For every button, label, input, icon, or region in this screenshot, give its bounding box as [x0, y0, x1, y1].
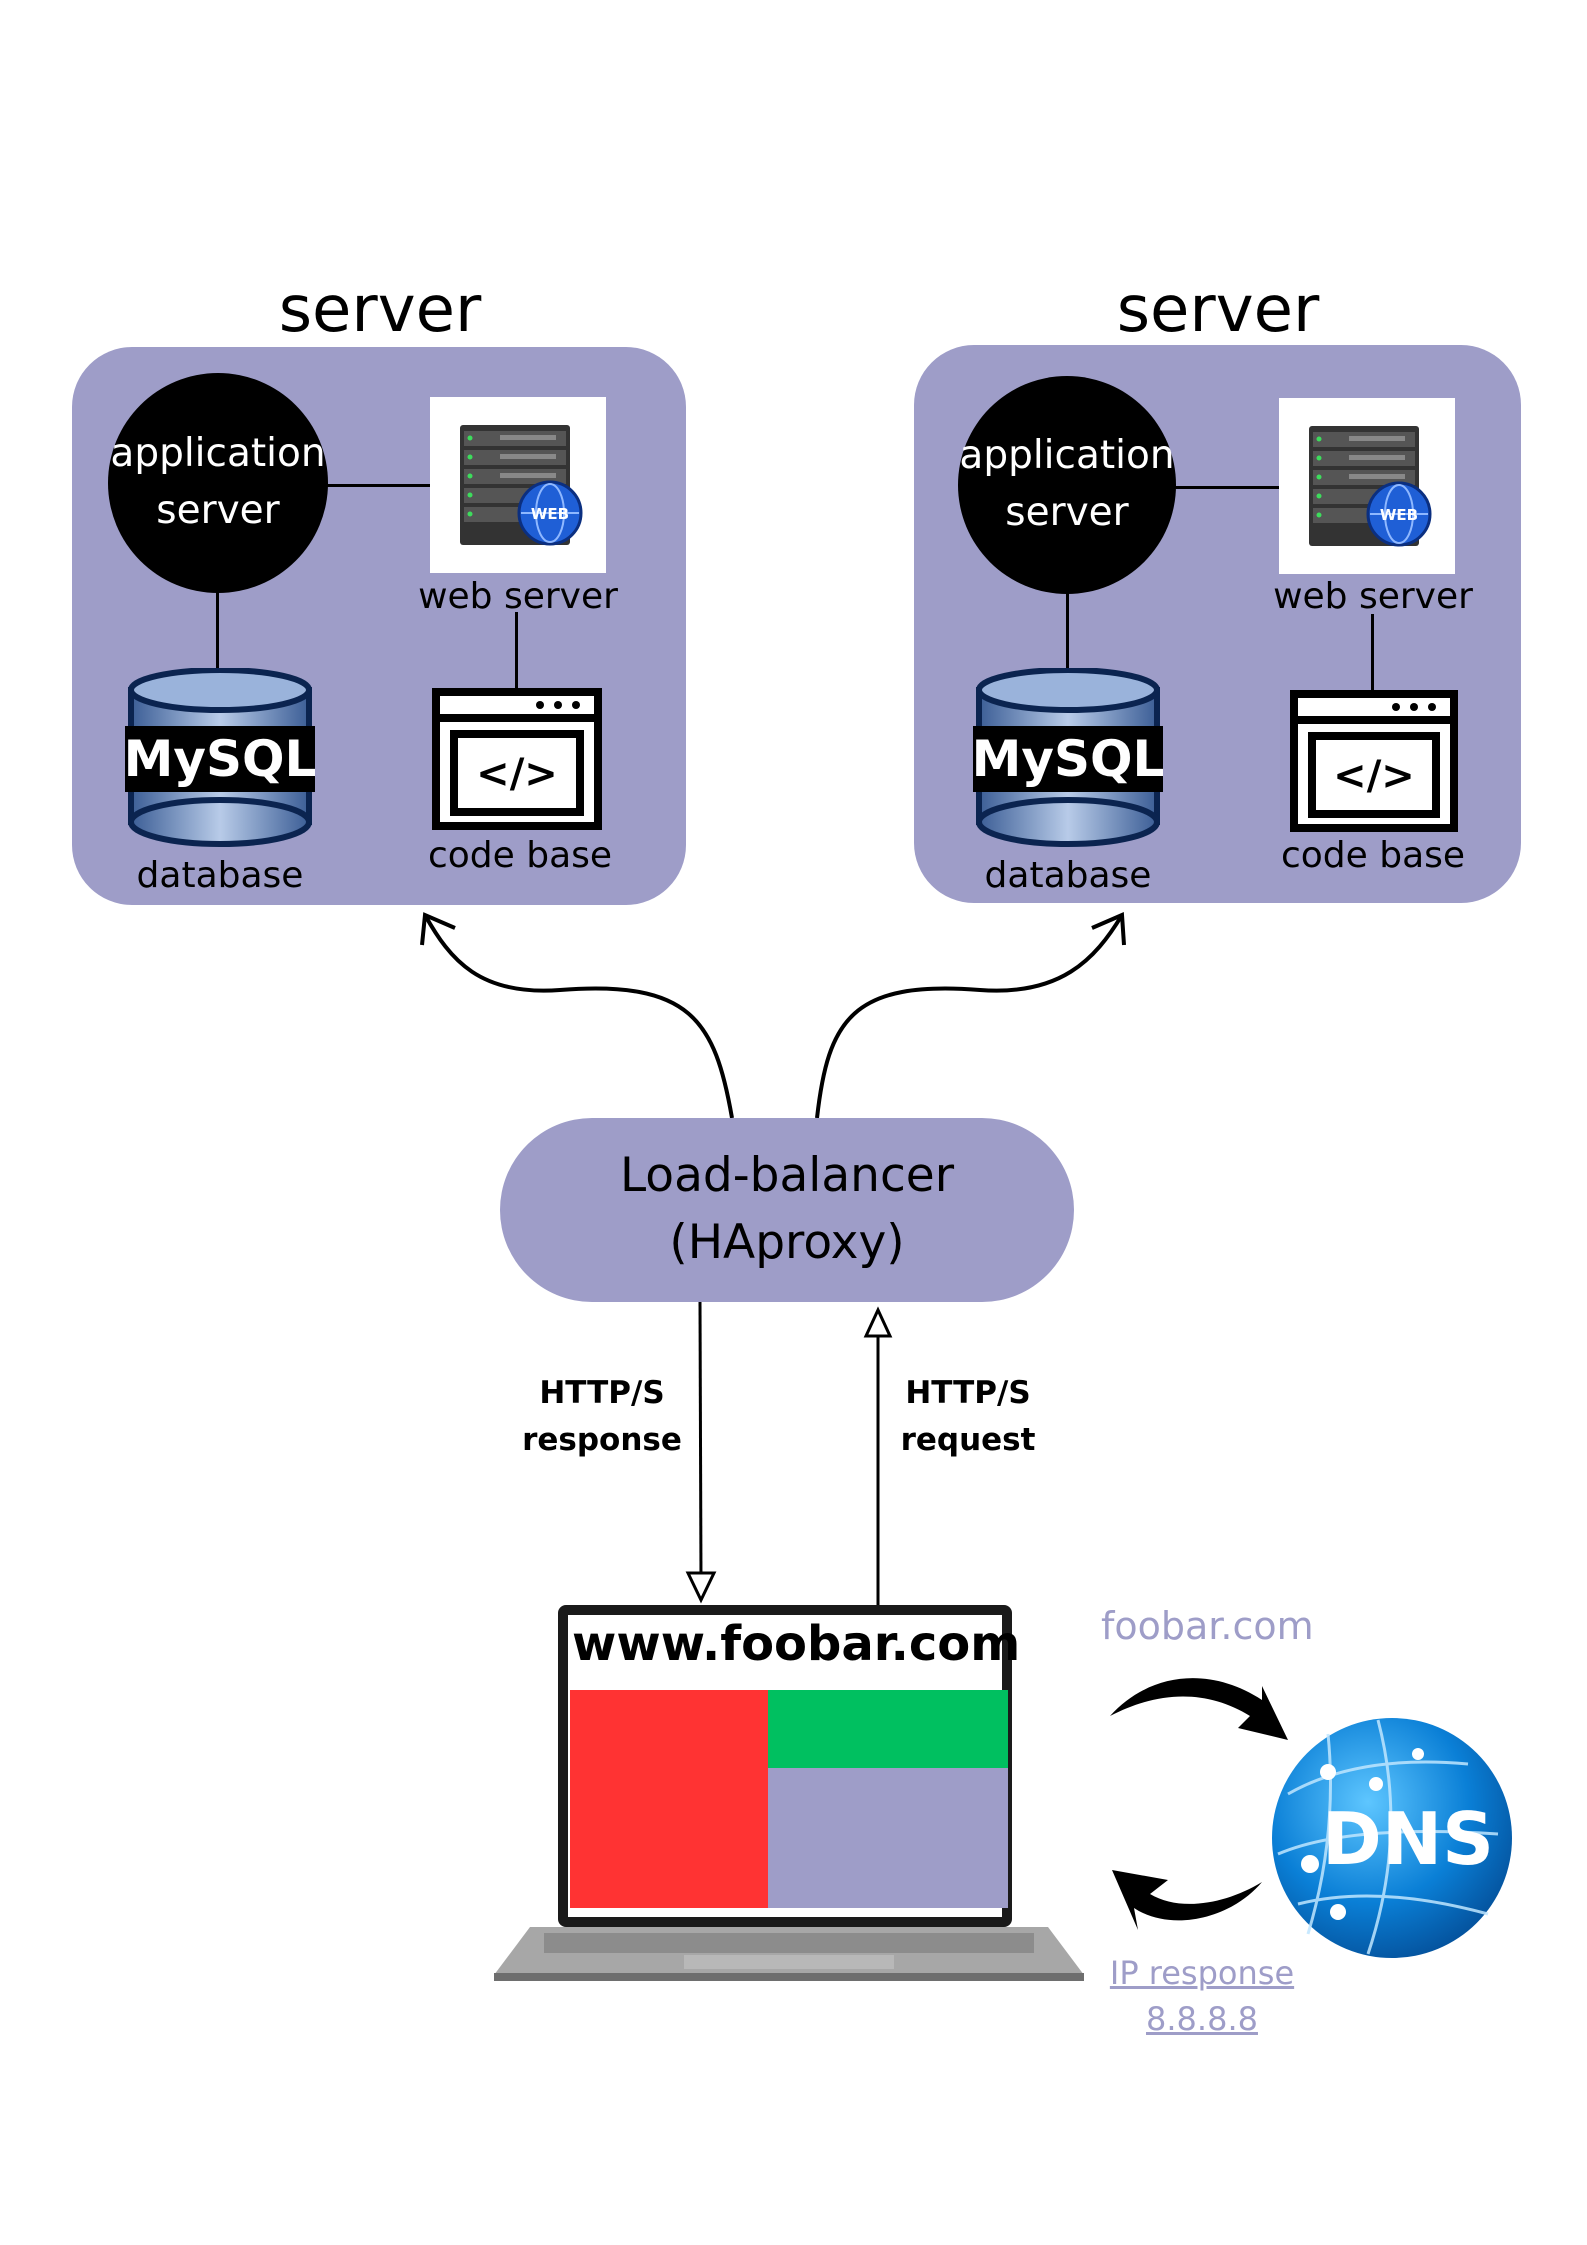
dns-globe-icon: DNS	[1268, 1714, 1516, 1962]
app-db-link-1	[216, 590, 219, 668]
page-block-red	[570, 1690, 768, 1908]
curve-arrow-to-server-2	[815, 913, 1124, 1119]
web-badge-text-1: WEB	[531, 505, 569, 523]
mysql-logo-text-1: MySQL	[125, 730, 315, 788]
application-server-1: application server	[108, 373, 328, 593]
app-db-link-2	[1066, 590, 1069, 668]
dns-logo-text: DNS	[1322, 1797, 1494, 1881]
app-server-label-line1: application	[110, 431, 326, 477]
database-label-2: database	[984, 855, 1152, 896]
curve-arrowhead-2	[1091, 912, 1126, 946]
web-server-label-2: web server	[1273, 576, 1473, 617]
app-server-label-line2: server	[1005, 490, 1129, 535]
database-label-1: database	[136, 855, 304, 896]
response-line	[698, 1301, 703, 1583]
code-glyph-2: </>	[1333, 753, 1415, 799]
load-balancer: Load-balancer (HAproxy)	[500, 1118, 1074, 1302]
load-balancer-title: Load-balancer	[619, 1148, 955, 1204]
code-base-icon-2: </>	[1290, 690, 1458, 832]
application-server-2: application server	[958, 376, 1176, 594]
app-server-label-line1: application	[959, 433, 1175, 479]
server-title-2: server	[1116, 273, 1320, 347]
http-request-label: HTTP/S request	[858, 1370, 1078, 1463]
curve-arrow-to-server-1	[423, 914, 734, 1119]
code-base-label-2: code base	[1280, 835, 1466, 876]
app-server-link-1	[325, 484, 430, 487]
code-base-icon-1: </>	[432, 688, 602, 830]
app-server-link-2	[1173, 486, 1279, 489]
ip-response-line1[interactable]: IP response	[1109, 1954, 1295, 1992]
request-arrowhead	[863, 1306, 893, 1338]
code-glyph-1: </>	[476, 751, 558, 797]
http-request-line1: HTTP/S	[905, 1375, 1031, 1411]
http-response-label: HTTP/S response	[492, 1370, 712, 1463]
web-code-link-1	[515, 612, 518, 688]
response-arrowhead	[685, 1571, 717, 1604]
ip-response-link[interactable]: IP response 8.8.8.8	[1092, 1950, 1312, 2043]
server-title-1: server	[278, 273, 482, 347]
page-block-purple	[768, 1768, 1008, 1908]
mysql-database-icon-2: MySQL	[972, 667, 1164, 848]
web-server-label-1: web server	[418, 576, 618, 617]
browser-url: www.foobar.com	[572, 1616, 1021, 1672]
ip-response-line2[interactable]: 8.8.8.8	[1146, 2000, 1258, 2039]
mysql-database-icon-1: MySQL	[124, 667, 316, 848]
curve-arrowhead-1	[420, 912, 456, 946]
app-server-label-line2: server	[156, 488, 280, 533]
dns-query-label: foobar.com	[1101, 1604, 1314, 1648]
dns-query-arrow	[1110, 1678, 1288, 1740]
mysql-logo-text-2: MySQL	[973, 730, 1163, 788]
web-server-icon-1: WEB	[430, 397, 606, 573]
code-base-label-1: code base	[427, 835, 613, 876]
http-response-line1: HTTP/S	[539, 1375, 665, 1411]
web-server-icon-2: WEB	[1279, 398, 1455, 574]
web-code-link-2	[1371, 614, 1374, 690]
http-request-line2: request	[900, 1421, 1036, 1458]
web-badge-text-2: WEB	[1380, 506, 1418, 524]
dns-response-arrow	[1112, 1870, 1262, 1930]
http-response-line2: response	[522, 1421, 682, 1458]
load-balancer-subtitle: (HAproxy)	[669, 1215, 905, 1270]
page-block-green	[768, 1690, 1008, 1768]
